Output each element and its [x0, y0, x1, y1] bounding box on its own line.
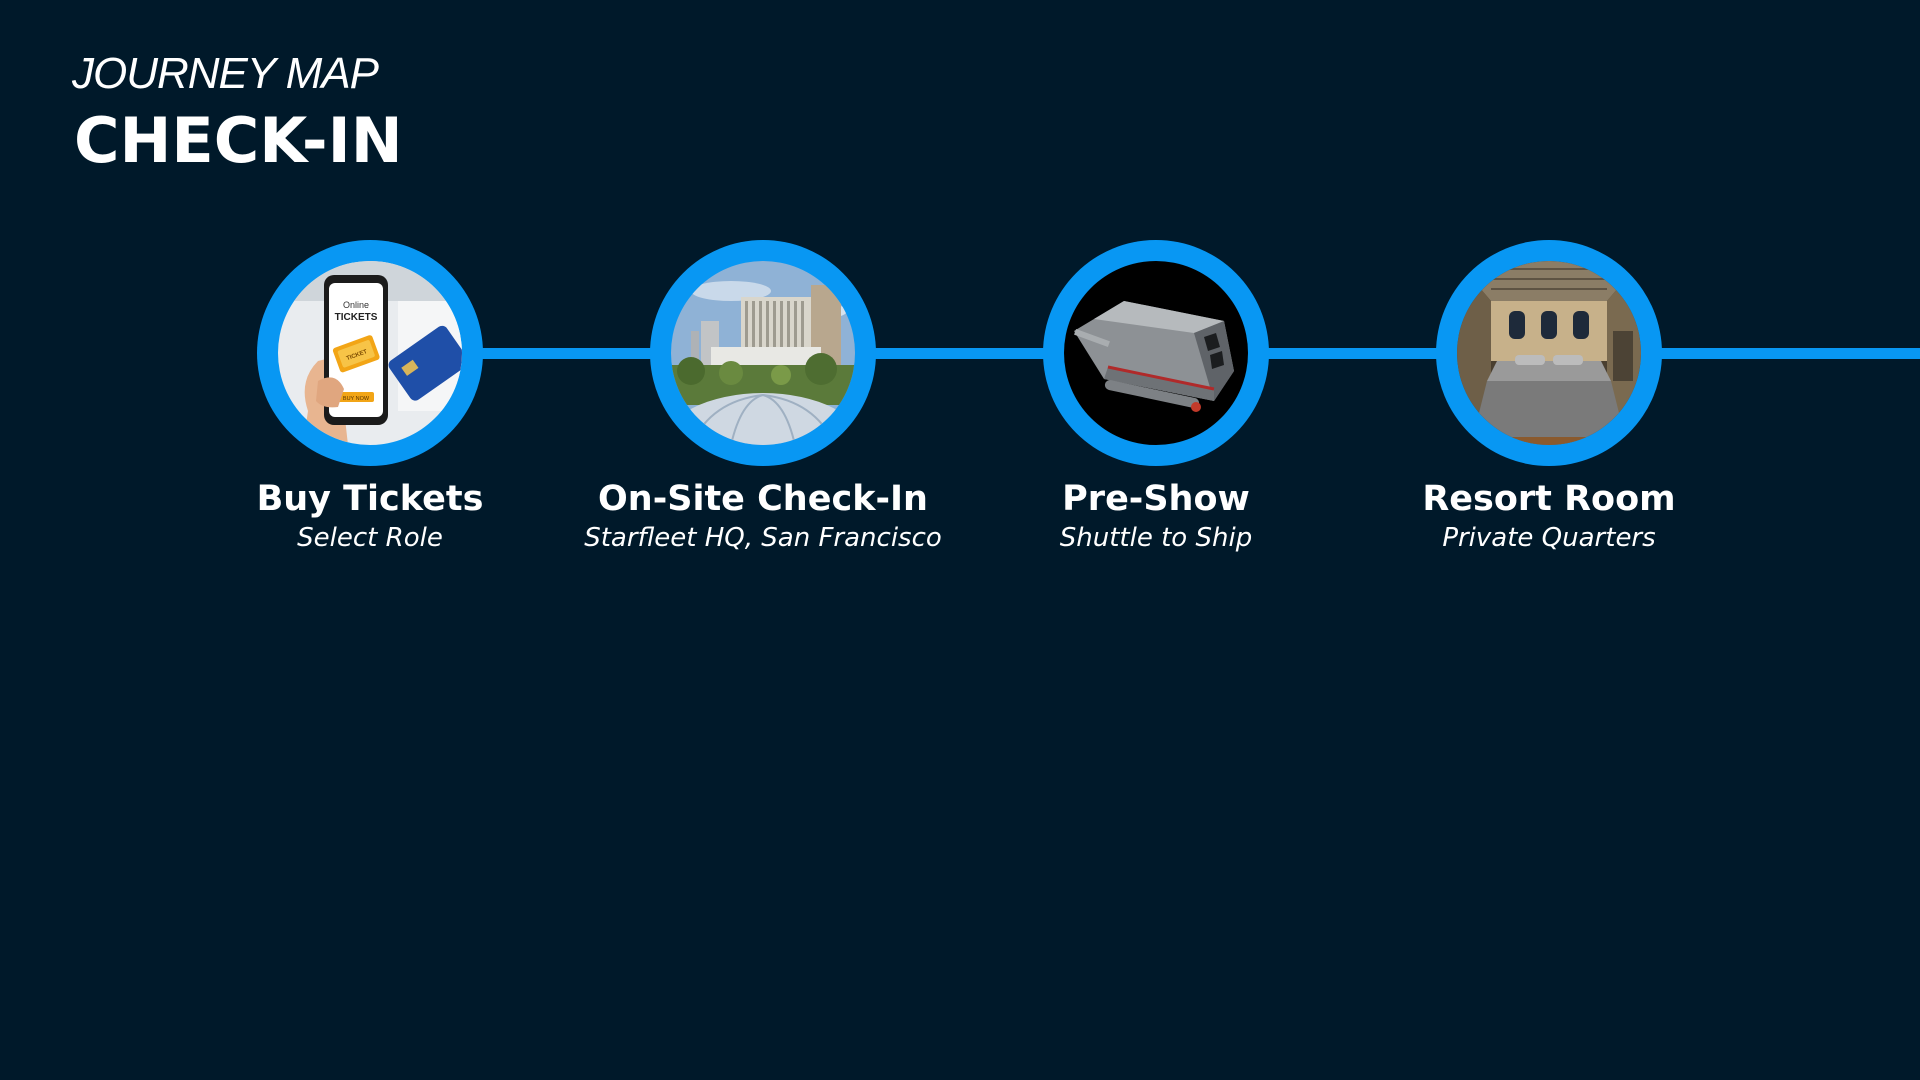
- step-subtitle: Shuttle to Ship: [1059, 523, 1253, 553]
- step-image-ring: [650, 240, 876, 466]
- step-title: On-Site Check-In: [598, 479, 928, 519]
- slide-eyebrow: JOURNEY MAP: [72, 49, 379, 98]
- phone-text-tickets: TICKETS: [335, 312, 378, 323]
- journey-step-resort-room: Resort Room Private Quarters: [1369, 240, 1729, 556]
- phone-text-online: Online: [343, 300, 369, 310]
- step-title: Buy Tickets: [256, 479, 484, 519]
- shuttlecraft-icon: [1064, 261, 1248, 445]
- step-image-ring: Online TICKETS TICKET BUY NOW: [257, 240, 483, 466]
- step-title: Pre-Show: [1062, 479, 1250, 519]
- step-image-ring: [1436, 240, 1662, 466]
- step-title: Resort Room: [1422, 479, 1676, 519]
- slide-title: CHECK-IN: [74, 104, 403, 177]
- journey-step-buy-tickets: Online TICKETS TICKET BUY NOW Buy Ticket…: [190, 240, 550, 556]
- journey-step-pre-show: Pre-Show Shuttle to Ship: [976, 240, 1336, 556]
- private-quarters-room-icon: [1457, 261, 1641, 445]
- step-subtitle: Select Role: [297, 523, 443, 553]
- phone-buy-now-label: BUY NOW: [343, 396, 370, 402]
- starfleet-hq-building-icon: [671, 261, 855, 445]
- step-subtitle: Private Quarters: [1442, 523, 1656, 553]
- online-tickets-phone-icon: Online TICKETS TICKET BUY NOW: [278, 261, 462, 445]
- step-image-ring: [1043, 240, 1269, 466]
- journey-step-on-site-check-in: On-Site Check-In Starfleet HQ, San Franc…: [583, 240, 943, 556]
- step-subtitle: Starfleet HQ, San Francisco: [584, 523, 942, 553]
